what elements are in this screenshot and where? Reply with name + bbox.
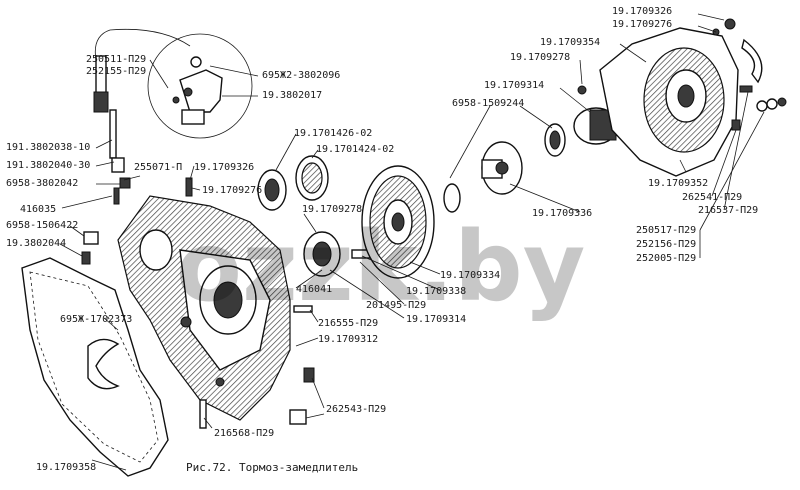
label-191-3802040-30: 191.3802040-30 <box>6 160 90 171</box>
label-19-1709334: 19.1709334 <box>440 270 500 281</box>
label-19-1701424-02: 19.1701424-02 <box>316 144 394 155</box>
label-250517-p29: 250517-П29 <box>636 225 696 236</box>
rotor-part <box>361 165 461 279</box>
watermark-text: ozzk.by <box>176 211 585 323</box>
label-255071-p: 255071-П <box>134 162 182 173</box>
label-191-3802038-10: 191.3802038-10 <box>6 142 90 153</box>
label-19-1709276-mid: 19.1709276 <box>202 185 262 196</box>
label-19-1709278-mid: 19.1709278 <box>302 204 362 215</box>
figure-caption: Рис.72. Тормоз-замедлитель <box>186 461 358 474</box>
stator-housing-part <box>599 18 787 177</box>
label-19-1709338: 19.1709338 <box>406 286 466 297</box>
gasket-part <box>21 257 169 477</box>
hub-part <box>481 123 566 195</box>
label-19-1709326-top: 19.1709326 <box>612 6 672 17</box>
label-250511-p29: 250511-П29 <box>86 54 146 65</box>
detail-circle <box>147 33 253 139</box>
part-labels: 19.1709326 19.1709276 19.1709354 19.1709… <box>6 6 758 473</box>
label-19-1709336: 19.1709336 <box>532 208 592 219</box>
label-216555-p29: 216555-П29 <box>318 318 378 329</box>
label-695zh-1702373: 695Ж-1702373 <box>60 314 132 325</box>
label-252156-p29: 252156-П29 <box>636 239 696 250</box>
label-201495-p29: 201495-П29 <box>366 300 426 311</box>
label-19-1709354: 19.1709354 <box>540 37 600 48</box>
label-19-1701426-02: 19.1701426-02 <box>294 128 372 139</box>
label-695zh2-3802096: 695Ж2-3802096 <box>262 70 340 81</box>
label-19-1709358: 19.1709358 <box>36 462 96 473</box>
label-19-1709314-top: 19.1709314 <box>484 80 544 91</box>
label-19-1709276-top: 19.1709276 <box>612 19 672 30</box>
label-416035: 416035 <box>20 204 56 215</box>
label-19-1709312: 19.1709312 <box>318 334 378 345</box>
label-262543-p29: 262543-П29 <box>326 404 386 415</box>
label-6958-1506422: 6958-1506422 <box>6 220 78 231</box>
label-19-1709278-top: 19.1709278 <box>510 52 570 63</box>
label-216537-p29: 216537-П29 <box>698 205 758 216</box>
label-6958-3802042: 6958-3802042 <box>6 178 78 189</box>
label-6958-1509244: 6958-1509244 <box>452 98 524 109</box>
label-19-1709314-mid: 19.1709314 <box>406 314 466 325</box>
main-housing-part <box>117 195 291 421</box>
label-262541-p29: 262541-П29 <box>682 192 742 203</box>
bolts-group <box>199 305 315 429</box>
label-416041: 416041 <box>296 284 332 295</box>
label-216568-p29: 216568-П29 <box>214 428 274 439</box>
label-252155-p29: 252155-П29 <box>86 66 146 77</box>
bearings-group <box>257 155 371 277</box>
label-19-1709326-mid: 19.1709326 <box>194 162 254 173</box>
label-19-3802044: 19.3802044 <box>6 238 66 249</box>
cable-assembly-part <box>81 28 193 265</box>
leader-lines <box>59 13 765 471</box>
label-19-3802017: 19.3802017 <box>262 90 322 101</box>
label-19-1709352: 19.1709352 <box>648 178 708 189</box>
label-252005-p29: 252005-П29 <box>636 253 696 264</box>
